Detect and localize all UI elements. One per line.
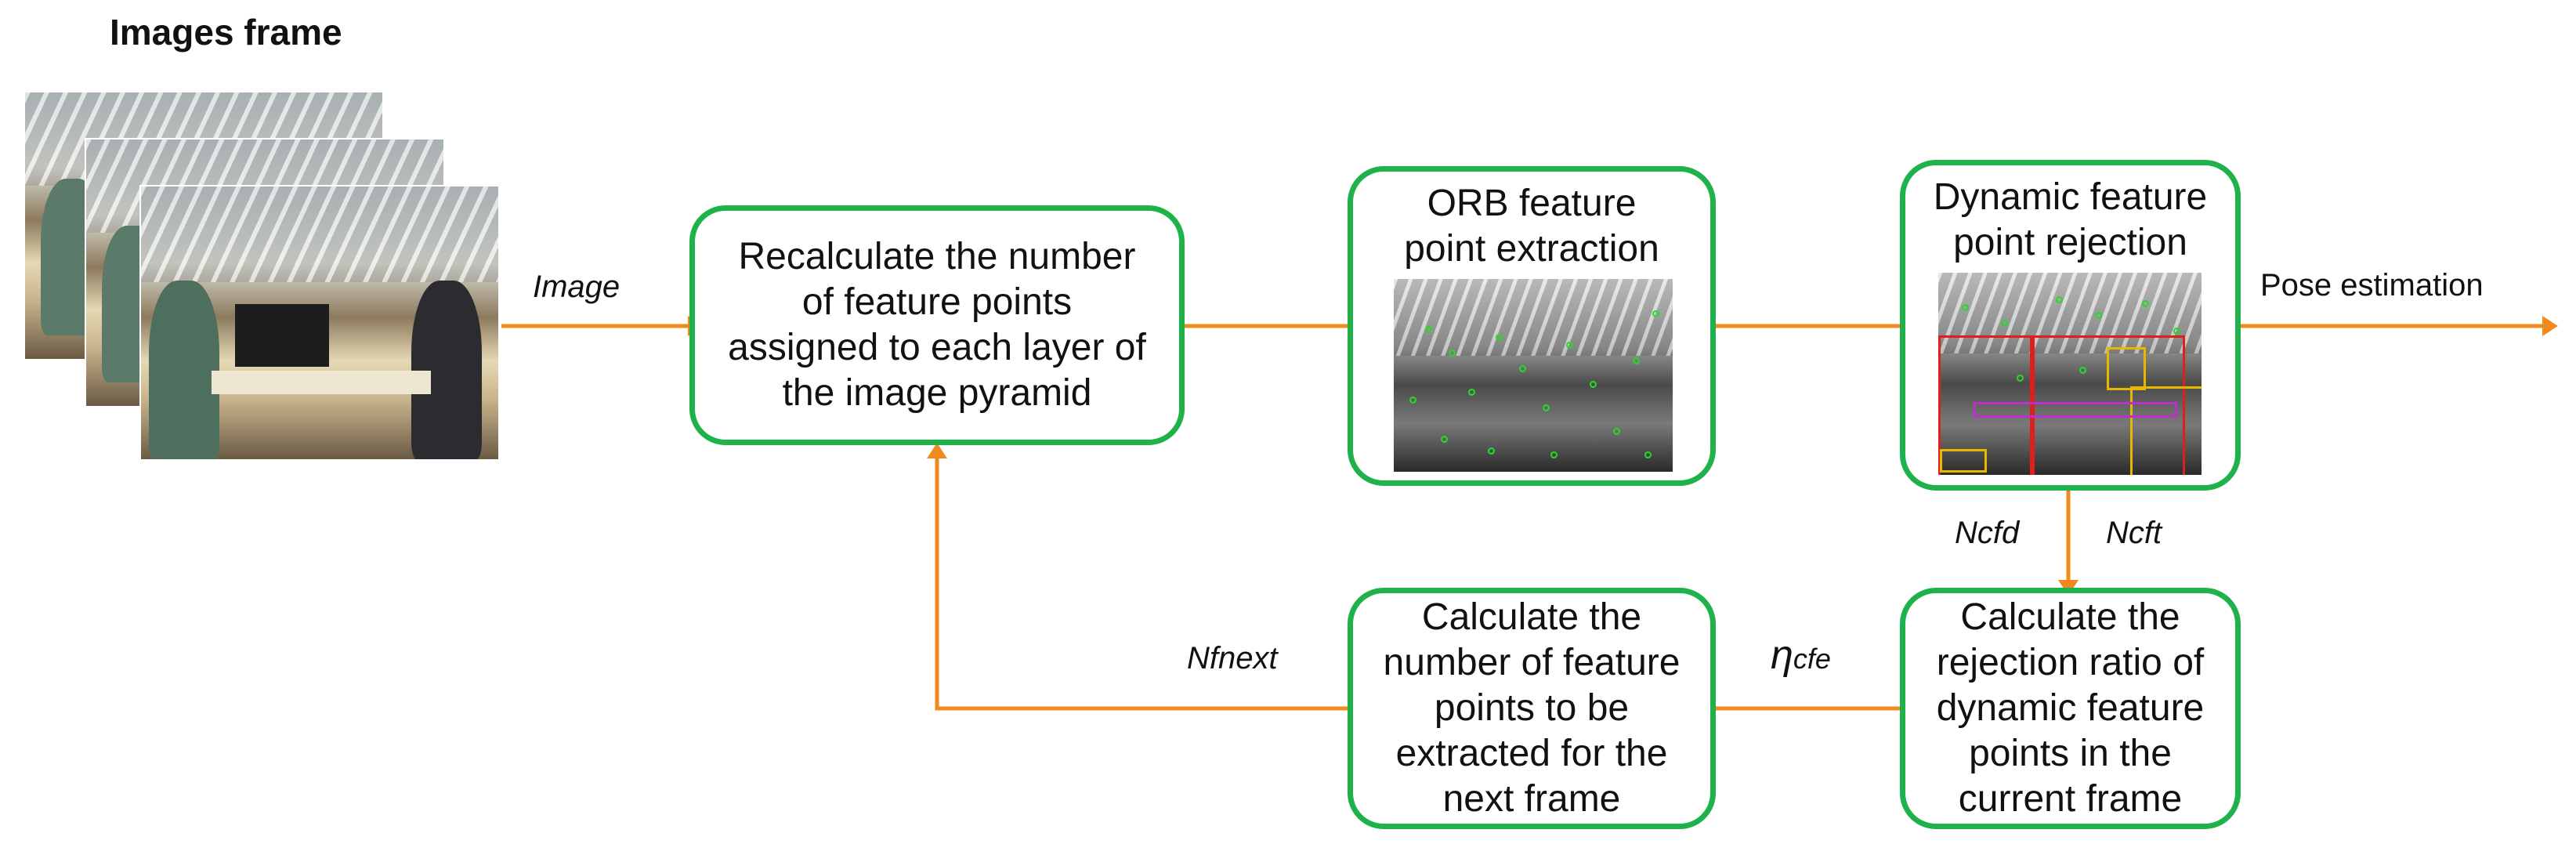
next-line-3: points to be [1434,687,1630,729]
ratio-line-5: current frame [1958,778,2183,820]
eta-symbol: η [1771,632,1793,678]
ratio-line-4: points in the [1969,733,2172,774]
box-orb-extraction: ORB feature point extraction [1348,166,1716,486]
label-pose-estimation: Pose estimation [2260,268,2484,302]
box-rejection-ratio: Calculate the rejection ratio of dynamic… [1900,588,2241,829]
next-line-2: number of feature [1383,642,1681,683]
ratio-line-2: rejection ratio of [1936,642,2205,683]
ratio-line-3: dynamic feature [1936,687,2205,729]
box-next-frame-count: Calculate the number of feature points t… [1348,588,1716,829]
label-nfnext: Nfnext [1187,641,1278,676]
arrow-next-to-recalc [935,458,1348,711]
orb-line-2: point extraction [1404,228,1659,270]
dynamic-line-1: Dynamic feature [1933,176,2208,218]
eta-subscript: cfe [1793,643,1831,675]
box-recalculate-feature-points: Recalculate the number of feature points… [689,205,1185,445]
label-image: Image [533,270,620,304]
ratio-line-1: Calculate the [1960,596,2180,638]
label-eta-cfe: ηcfe [1771,635,1831,678]
orb-line-1: ORB feature [1427,183,1637,224]
orb-keypoint-image [1392,277,1674,473]
arrowhead-pose-icon [2542,316,2558,336]
recalc-line-4: the image pyramid [782,372,1092,414]
recalc-line-1: Recalculate the number [738,236,1136,277]
arrowhead-recalc-up-icon [927,443,947,458]
label-ncft: Ncft [2106,516,2162,550]
next-line-1: Calculate the [1421,596,1642,638]
recalc-line-3: assigned to each layer of [728,327,1146,368]
label-ncfd: Ncfd [1955,516,2020,550]
next-line-5: next frame [1442,778,1621,820]
dynamic-rejection-image [1937,271,2203,476]
input-frame-front [139,185,500,461]
next-line-4: extracted for the [1395,733,1668,774]
diagram-title: Images frame [110,12,342,53]
box-dynamic-rejection: Dynamic feature point rejection [1900,160,2241,491]
recalc-line-2: of feature points [801,281,1073,323]
dynamic-line-2: point rejection [1953,222,2187,263]
